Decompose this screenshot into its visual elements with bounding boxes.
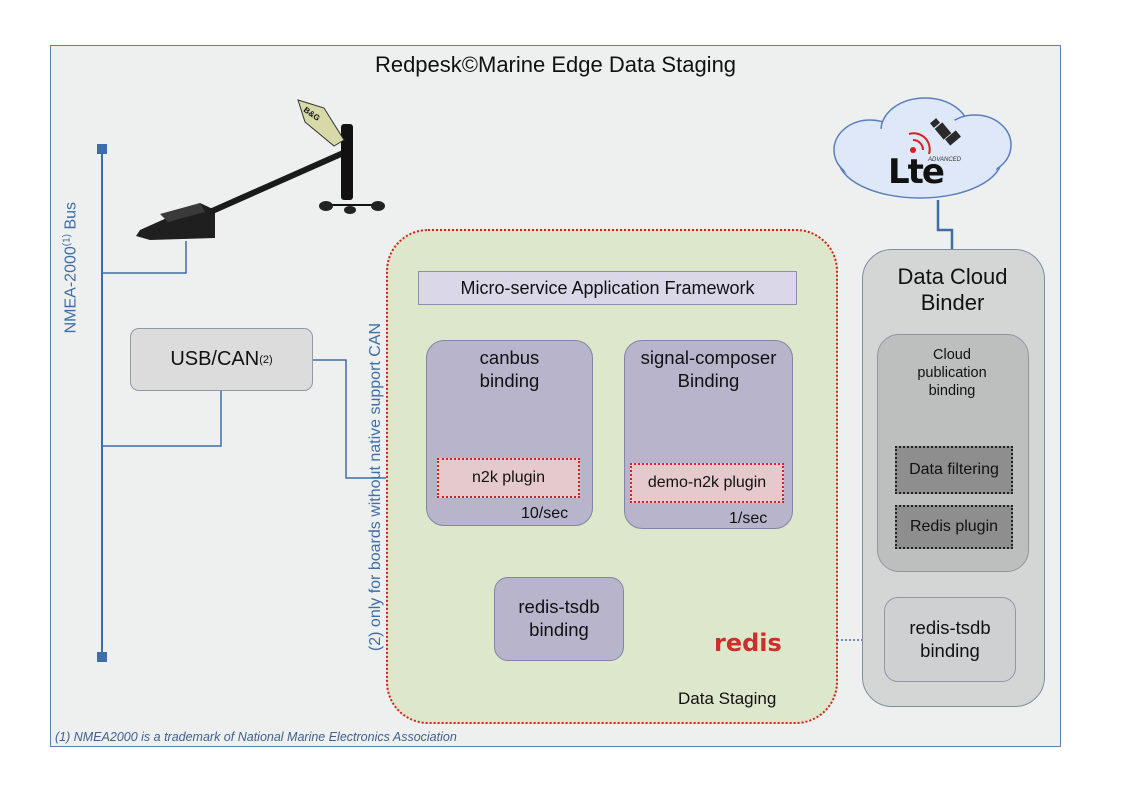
diagram-title: Redpesk©Marine Edge Data Staging bbox=[374, 52, 737, 77]
signal-composer-line2: Binding bbox=[677, 369, 740, 391]
sensor-bus-link bbox=[102, 241, 187, 274]
bus-top-terminator bbox=[97, 144, 107, 154]
canbus-binding-line1: canbus bbox=[479, 347, 540, 368]
signal-composer-rate-label: 1/sec bbox=[729, 510, 768, 527]
redis-tsdb-local-line2: binding bbox=[529, 619, 589, 640]
cloud-binder-link bbox=[936, 200, 954, 249]
satellite-icon bbox=[908, 118, 961, 155]
redis-plugin-box: Redis plugin bbox=[895, 505, 1013, 549]
n2k-plugin-box: n2k plugin bbox=[437, 458, 580, 498]
microservice-framework-box: Micro-service Application Framework bbox=[418, 271, 797, 305]
canbus-rate-label: 10/sec bbox=[521, 505, 569, 522]
nmea-bus-label: NMEA-2000(1) Bus bbox=[61, 201, 80, 334]
signal-composer-line1: signal-composer bbox=[640, 347, 777, 368]
redis-logo-text: redis bbox=[714, 629, 782, 657]
wind-sensor-icon: B&G bbox=[136, 99, 385, 240]
bus-bottom-terminator bbox=[97, 652, 107, 662]
trademark-footnote: (1) NMEA2000 is a trademark of National … bbox=[55, 730, 457, 744]
redis-tsdb-cloud-line2: binding bbox=[920, 639, 980, 661]
lte-advanced-text: ADVANCED bbox=[928, 157, 962, 163]
data-staging-label: Data Staging bbox=[678, 689, 777, 708]
redis-tsdb-local-line1: redis-tsdb bbox=[518, 596, 600, 618]
usb-can-adapter: USB/CAN(2) bbox=[130, 328, 313, 391]
lte-logo-text: Lte bbox=[888, 152, 945, 192]
redis-tsdb-cloud-line1: redis-tsdb bbox=[909, 616, 991, 638]
usb-bus-link bbox=[102, 391, 222, 447]
can-support-note: (2) only for boards without native suppo… bbox=[367, 322, 384, 652]
demo-n2k-plugin-box: demo-n2k plugin bbox=[630, 463, 784, 503]
data-filtering-box: Data filtering bbox=[895, 446, 1013, 494]
canbus-binding-line2: binding bbox=[479, 369, 540, 391]
